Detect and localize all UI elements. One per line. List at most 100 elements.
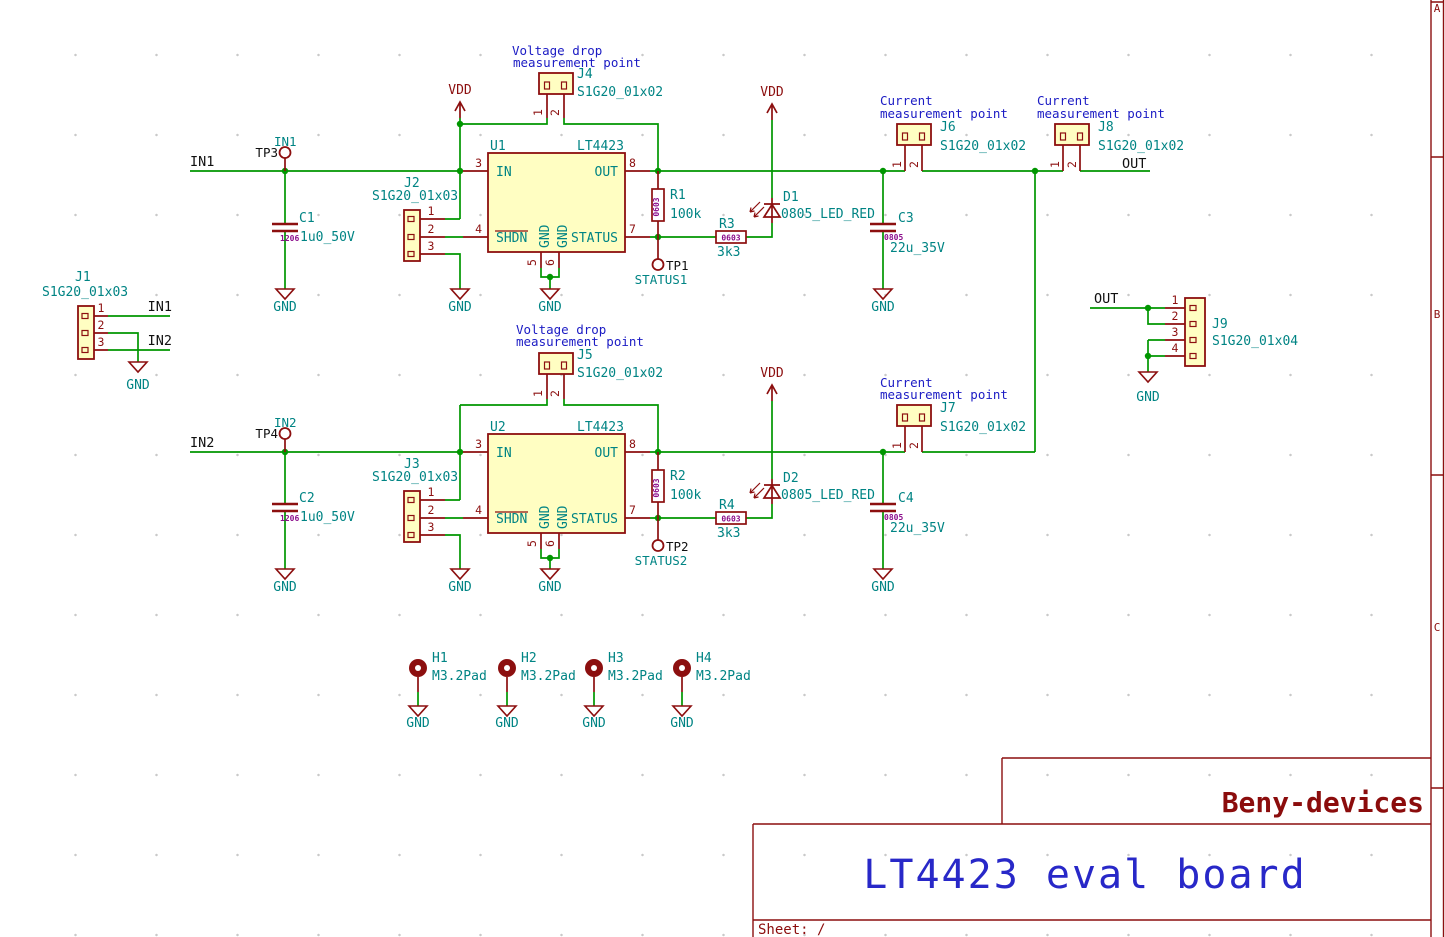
d1-value: 0805_LED_RED <box>781 207 875 222</box>
component-c1[interactable]: C1 1206 1u0_50V <box>272 211 355 245</box>
u1-pin4: 4 <box>475 222 482 236</box>
wire <box>190 399 1035 569</box>
u1-pin3: 3 <box>475 156 482 170</box>
testpoint-tp4[interactable]: TP4 IN2 <box>255 415 297 452</box>
svg-text:Current: Current <box>880 93 933 108</box>
gnd-symbols[interactable]: GND GND GND GND GND GND GND GND GND GND … <box>126 288 1160 731</box>
mounting-hole-h4[interactable]: H4 M3.2Pad <box>673 651 751 692</box>
testpoint-tp1[interactable]: TP1 STATUS1 <box>635 237 689 287</box>
u2-pin-shdn: SHDN <box>496 512 527 527</box>
component-j6[interactable]: J6 S1G20_01x02 1 2 <box>890 120 1026 171</box>
j1-pin3: 3 <box>98 335 105 349</box>
net-label-out[interactable]: OUT <box>1122 156 1146 172</box>
zone-letter-a: A <box>1434 2 1441 15</box>
testpoint-tp2[interactable]: TP2 STATUS2 <box>635 518 689 568</box>
j9-ref: J9 <box>1212 317 1228 332</box>
mounting-hole-h2[interactable]: H2 M3.2Pad <box>498 651 576 692</box>
c4-ref: C4 <box>898 491 914 506</box>
component-d1[interactable]: D1 0805_LED_RED <box>749 190 875 223</box>
j4-ref: J4 <box>577 67 593 82</box>
component-j8[interactable]: J8 S1G20_01x02 1 2 <box>1048 120 1184 171</box>
wires[interactable] <box>108 118 1165 706</box>
tp3-net: IN1 <box>274 134 297 149</box>
j2-pin2: 2 <box>428 222 435 236</box>
note-voltage-drop-1: Voltage drop measurement point <box>512 43 641 70</box>
vdd-label: VDD <box>448 83 472 98</box>
h3-ref: H3 <box>608 651 624 666</box>
component-c4[interactable]: C4 0805 22u_35V <box>870 491 945 536</box>
j6-pin2: 2 <box>907 161 921 168</box>
h2-ref: H2 <box>521 651 537 666</box>
h4-ref: H4 <box>696 651 712 666</box>
component-d2[interactable]: D2 0805_LED_RED <box>749 471 875 504</box>
svg-text:measurement point: measurement point <box>516 334 644 349</box>
wire <box>190 118 1150 452</box>
j3-ref: J3 <box>404 457 420 472</box>
zone-letter-c: C <box>1434 621 1441 634</box>
j3-pin2: 2 <box>428 503 435 517</box>
gnd-label: GND <box>126 378 150 393</box>
r3-ref: R3 <box>719 217 735 232</box>
component-r1[interactable]: 0603 R1 100k <box>651 171 701 237</box>
component-j2[interactable]: J2 S1G20_01x03 1 2 3 <box>372 176 458 262</box>
vdd-label: VDD <box>760 366 784 381</box>
u2-pin-gnd: GND <box>538 505 553 529</box>
testpoint-tp3[interactable]: TP3 IN1 <box>255 134 297 171</box>
vdd-symbol[interactable]: VDD <box>760 366 784 401</box>
svg-text:measurement point: measurement point <box>880 106 1008 121</box>
j4-pin2: 2 <box>548 109 562 116</box>
tp1-net: STATUS1 <box>635 272 688 287</box>
u2-pin7: 7 <box>629 503 636 517</box>
svg-text:measurement point: measurement point <box>1037 106 1165 121</box>
j9-value: S1G20_01x04 <box>1212 334 1298 349</box>
net-label-in1[interactable]: IN1 <box>148 299 172 315</box>
net-label-in1[interactable]: IN1 <box>190 154 214 170</box>
u1-pin8: 8 <box>629 156 636 170</box>
c2-footprint: 1206 <box>280 514 299 523</box>
u2-pin-status: STATUS <box>571 512 618 527</box>
tp2-net: STATUS2 <box>635 553 688 568</box>
vdd-symbol[interactable]: VDD <box>448 83 472 118</box>
note-current-j7: Current measurement point <box>880 375 1008 402</box>
component-c3[interactable]: C3 0805 22u_35V <box>870 211 945 256</box>
u2-pin4: 4 <box>475 503 482 517</box>
net-label-in2[interactable]: IN2 <box>148 333 172 349</box>
j9-pin2: 2 <box>1172 309 1179 323</box>
j8-ref: J8 <box>1098 120 1114 135</box>
net-label-in2[interactable]: IN2 <box>190 435 214 451</box>
h1-value: M3.2Pad <box>432 669 487 684</box>
component-j7[interactable]: J7 S1G20_01x02 1 2 <box>890 401 1026 452</box>
j4-pin1: 1 <box>531 109 545 116</box>
vdd-symbol[interactable]: VDD <box>760 85 784 120</box>
note-current-j8: Current measurement point <box>1037 93 1165 121</box>
u1-pin5: 5 <box>525 259 539 266</box>
d2-ref: D2 <box>783 471 799 486</box>
component-j4[interactable]: J4 S1G20_01x02 1 2 <box>531 67 663 118</box>
u2-ref: U2 <box>490 420 506 435</box>
u1-value: LT4423 <box>577 139 624 154</box>
component-r2[interactable]: 0603 R2 100k <box>651 452 701 518</box>
component-j1[interactable]: J1 S1G20_01x03 1 2 3 <box>42 270 128 360</box>
j2-value: S1G20_01x03 <box>372 189 458 204</box>
component-u2[interactable]: U2 LT4423 IN OUT SHDN STATUS GND GND 3 8… <box>463 420 650 549</box>
component-r3[interactable]: 0603 R3 3k3 <box>715 217 747 260</box>
component-r4[interactable]: 0603 R4 3k3 <box>715 498 747 541</box>
company-name: Beny-devices <box>1222 786 1424 819</box>
component-j9[interactable]: J9 S1G20_01x04 1 2 3 4 <box>1165 293 1298 367</box>
j1-value: S1G20_01x03 <box>42 285 128 300</box>
gnd-label: GND <box>406 716 430 731</box>
mounting-hole-h3[interactable]: H3 M3.2Pad <box>585 651 663 692</box>
title-block: Beny-devices LT4423 eval board Sheet: / <box>752 757 1431 937</box>
component-c2[interactable]: C2 1206 1u0_50V <box>272 491 355 525</box>
component-j3[interactable]: J3 S1G20_01x03 1 2 3 <box>372 457 458 543</box>
mounting-hole-h1[interactable]: H1 M3.2Pad <box>409 651 487 692</box>
j9-pin1: 1 <box>1172 293 1179 307</box>
gnd-label: GND <box>871 580 895 595</box>
zone-letter-b: B <box>1434 308 1441 321</box>
net-label-out[interactable]: OUT <box>1094 291 1118 307</box>
component-u1[interactable]: U1 LT4423 IN OUT SHDN STATUS GND GND 3 8… <box>463 139 650 268</box>
tp4-net: IN2 <box>274 415 297 430</box>
component-j5[interactable]: J5 S1G20_01x02 1 2 <box>531 348 663 399</box>
gnd-label: GND <box>538 300 562 315</box>
j5-pin1: 1 <box>531 390 545 397</box>
